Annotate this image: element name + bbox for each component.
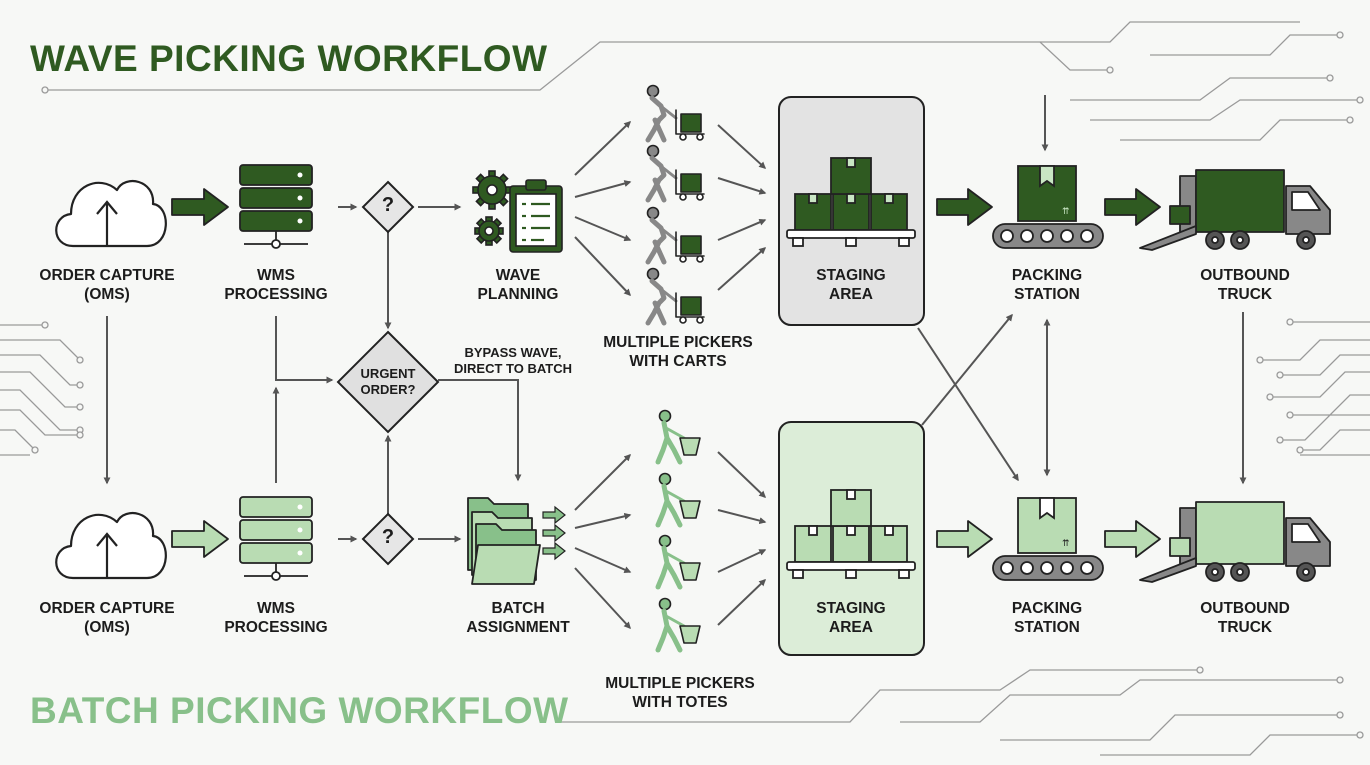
truck-icon bbox=[1139, 169, 1331, 251]
decision-diamond-icon bbox=[361, 180, 415, 234]
server-rack-icon bbox=[239, 164, 313, 249]
server-rack-icon bbox=[239, 496, 313, 581]
staging-area-panel bbox=[778, 96, 925, 326]
gear-clipboard-icon bbox=[472, 170, 563, 253]
circuit-decoration bbox=[0, 21, 1370, 756]
folders-icon bbox=[467, 497, 541, 585]
batch-decision-mark: ? bbox=[381, 526, 395, 548]
batch-workflow-title: BATCH PICKING WORKFLOW bbox=[30, 690, 569, 731]
bypass-note: BYPASS WAVE,DIRECT TO BATCH bbox=[454, 345, 572, 376]
connectors bbox=[103, 95, 1247, 630]
picker-with-tote-icon bbox=[655, 597, 701, 653]
picker-with-tote-icon bbox=[655, 472, 701, 528]
svg-text:⇈: ⇈ bbox=[1062, 207, 1070, 217]
cloud-upload-icon bbox=[55, 180, 167, 248]
svg-text:⇈: ⇈ bbox=[1062, 539, 1070, 549]
batch-flow-arrow bbox=[171, 520, 1161, 558]
pallet-boxes-icon bbox=[786, 157, 916, 247]
urgent-order-label: URGENT ORDER? bbox=[360, 366, 416, 397]
picker-with-cart-icon bbox=[645, 144, 705, 203]
pallet-boxes-icon bbox=[786, 489, 916, 579]
conveyor-box-icon: ⇈ bbox=[992, 497, 1104, 581]
batch-order-capture-label: ORDER CAPTURE(OMS) bbox=[39, 600, 175, 636]
truck-icon bbox=[1139, 501, 1331, 583]
conveyor-box-icon: ⇈ bbox=[992, 165, 1104, 249]
picker-with-cart-icon bbox=[645, 267, 705, 326]
picker-with-cart-icon bbox=[645, 84, 705, 143]
urgent-decision-icon bbox=[336, 330, 440, 434]
small-arrows bbox=[542, 505, 566, 561]
picker-with-tote-icon bbox=[655, 534, 701, 590]
wave-workflow-title: WAVE PICKING WORKFLOW bbox=[30, 38, 548, 79]
wave-flow-arrow bbox=[171, 188, 1161, 226]
picker-with-cart-icon bbox=[645, 206, 705, 265]
staging-area-panel bbox=[778, 421, 925, 656]
wave-order-capture-label: ORDER CAPTURE(OMS) bbox=[39, 267, 175, 303]
cloud-upload-icon bbox=[55, 512, 167, 580]
picker-with-tote-icon bbox=[655, 409, 701, 465]
decision-diamond-icon bbox=[361, 512, 415, 566]
wave-decision-mark: ? bbox=[381, 194, 395, 216]
